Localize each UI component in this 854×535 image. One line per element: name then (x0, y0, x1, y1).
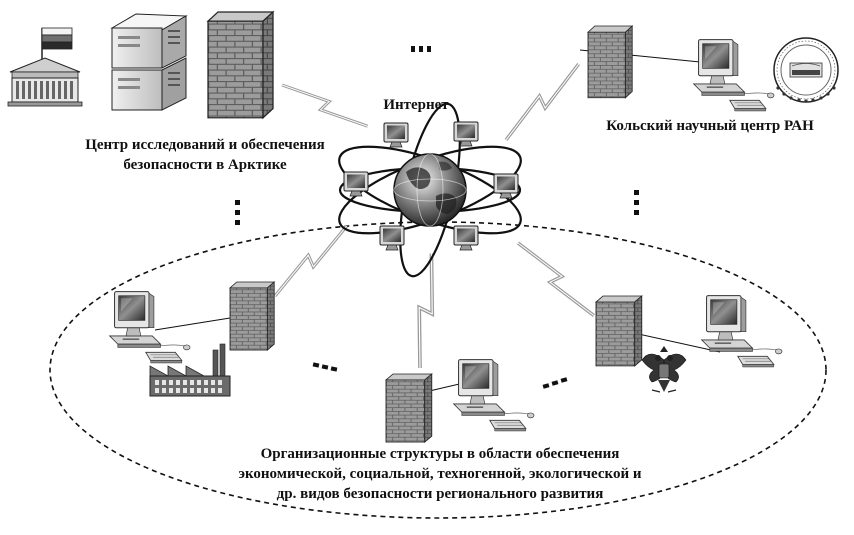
firewall-icon-kola (587, 25, 633, 99)
kola-center-label: Кольский научный центр РАН (606, 118, 814, 134)
computer-icon-org-left (109, 291, 191, 364)
factory-icon (149, 343, 231, 397)
wireless-link-org-center (409, 250, 443, 371)
firewall-icon-org-right (595, 295, 643, 367)
internet-globe-icon (338, 102, 522, 278)
russian-coat-of-arms-icon (641, 346, 687, 393)
org-structures-label-line1: Организационные структуры в области обес… (260, 446, 620, 462)
internet-terminal-icon (453, 225, 479, 251)
org-structures-label: Организационные структуры в области обес… (170, 444, 710, 504)
wireless-link-kola (498, 59, 587, 145)
internet-terminal-icon (343, 171, 369, 197)
internet-terminal-icon (453, 121, 479, 147)
arctic-center-label-line1: Центр исследований и обеспечения (85, 137, 325, 153)
firewall-icon-org-left (229, 281, 275, 351)
arctic-center-label-line2: безопасности в Арктике (123, 157, 287, 173)
org-structures-label-line3: др. видов безопасности регионального раз… (276, 486, 604, 502)
ellipsis-markers (235, 46, 639, 389)
government-building-icon (7, 27, 83, 107)
computer-icon-kola (693, 39, 775, 112)
firewall-icon-arctic (207, 11, 274, 119)
server-rack-icon (110, 13, 188, 111)
internet-terminal-icon (383, 122, 409, 148)
wireless-link-arctic (278, 76, 371, 135)
wireless-link-org-right (513, 235, 599, 324)
arctic-center-label: Центр исследований и обеспечения безопас… (55, 135, 355, 175)
computer-icon-org-right (701, 295, 783, 368)
internet-label: Интернет (383, 97, 449, 113)
internet-terminal-icon (493, 173, 519, 199)
computer-icon-org-center (453, 359, 535, 432)
firewall-icon-org-center (385, 373, 433, 443)
wireless-link-org-left (268, 221, 354, 301)
org-structures-label-line2: экономической, социальной, техногенной, … (238, 466, 642, 482)
kola-science-centre-seal-icon (773, 37, 839, 103)
